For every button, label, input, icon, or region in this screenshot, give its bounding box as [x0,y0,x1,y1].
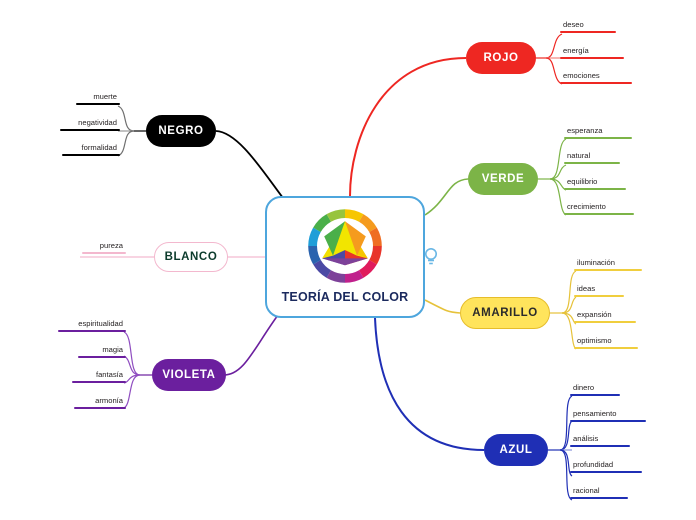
leaf-underline [570,445,630,447]
leaf-item[interactable]: iluminación [574,257,642,271]
branch-node-rojo[interactable]: ROJO [466,42,536,74]
leaf-item[interactable]: pensamiento [570,408,646,422]
leaf-label: análisis [573,434,599,443]
leaf-item[interactable]: deseo [560,19,616,33]
leaf-underline [560,57,624,59]
central-node[interactable]: TEORÍA DEL COLOR [265,196,425,318]
leaf-underline [62,154,120,156]
leaf-item[interactable]: profundidad [570,459,642,473]
branch-label-rojo: ROJO [483,52,519,64]
leaf-underline [58,330,126,332]
color-wheel-icon [308,209,382,283]
leaf-underline [82,252,126,254]
leaf-item[interactable]: formalidad [62,142,120,156]
leaf-label: armonía [95,396,123,405]
leaf-label: equilibrio [567,177,598,186]
leaf-item[interactable]: negatividad [60,117,120,131]
lightbulb-icon[interactable] [423,246,439,268]
leaf-item[interactable]: espiritualidad [58,318,126,332]
leaf-label: ideas [577,284,596,293]
leaf-item[interactable]: natural [564,150,620,164]
branch-node-violeta[interactable]: VIOLETA [152,359,226,391]
leaf-label: magia [102,345,123,354]
leaf-underline [72,381,126,383]
leaf-item[interactable]: expansión [574,309,636,323]
leaf-underline [574,347,638,349]
branch-node-amarillo[interactable]: AMARILLO [460,297,550,329]
leaf-underline [564,213,634,215]
branch-label-blanco: BLANCO [164,251,218,263]
branch-label-violeta: VIOLETA [162,369,216,381]
leaf-label: muerte [93,92,117,101]
leaf-label: negatividad [78,118,117,127]
branch-label-negro: NEGRO [158,125,204,137]
leaf-underline [564,188,626,190]
leaf-underline [564,162,620,164]
branch-label-azul: AZUL [499,444,533,456]
leaf-underline [560,82,632,84]
leaf-underline [78,356,126,358]
leaf-underline [570,471,642,473]
leaf-label: dinero [573,383,595,392]
leaf-label: optimismo [577,336,612,345]
leaf-item[interactable]: fantasía [72,369,126,383]
leaf-underline [570,497,628,499]
leaf-item[interactable]: optimismo [574,335,638,349]
leaf-label: profundidad [573,460,614,469]
leaf-label: racional [573,486,600,495]
leaf-item[interactable]: dinero [570,382,620,396]
leaf-label: espiritualidad [78,319,123,328]
branch-node-azul[interactable]: AZUL [484,434,548,466]
leaf-label: formalidad [81,143,117,152]
leaf-label: fantasía [95,370,123,379]
leaf-label: energía [563,46,589,55]
leaf-label: natural [567,151,591,160]
leaf-label: pensamiento [573,409,617,418]
branch-node-verde[interactable]: VERDE [468,163,538,195]
leaf-item[interactable]: magia [78,344,126,358]
leaf-item[interactable]: esperanza [564,125,632,139]
leaf-underline [60,129,120,131]
leaf-underline [574,269,642,271]
leaf-item[interactable]: armonía [74,395,126,409]
leaf-item[interactable]: energía [560,45,624,59]
leaf-underline [570,420,646,422]
leaf-item[interactable]: emociones [560,70,632,84]
leaf-underline [74,407,126,409]
leaf-label: iluminación [577,258,615,267]
branch-label-verde: VERDE [481,173,525,185]
leaf-item[interactable]: pureza [82,240,126,254]
leaf-item[interactable]: ideas [574,283,624,297]
leaf-underline [574,295,624,297]
leaf-item[interactable]: equilibrio [564,176,626,190]
leaf-label: crecimiento [567,202,606,211]
page-title: TEORÍA DEL COLOR [281,290,409,304]
leaf-underline [564,137,632,139]
leaf-item[interactable]: crecimiento [564,201,634,215]
leaf-underline [574,321,636,323]
leaf-label: expansión [577,310,612,319]
leaf-label: emociones [563,71,600,80]
leaf-label: pureza [99,241,123,250]
leaf-label: deseo [563,20,584,29]
leaf-underline [570,394,620,396]
leaf-label: esperanza [567,126,603,135]
branch-label-amarillo: AMARILLO [472,307,538,319]
leaf-underline [76,103,120,105]
branch-node-blanco[interactable]: BLANCO [154,242,228,272]
branch-node-negro[interactable]: NEGRO [146,115,216,147]
leaf-item[interactable]: racional [570,485,628,499]
leaf-underline [560,31,616,33]
leaf-item[interactable]: muerte [76,91,120,105]
leaf-item[interactable]: análisis [570,433,630,447]
